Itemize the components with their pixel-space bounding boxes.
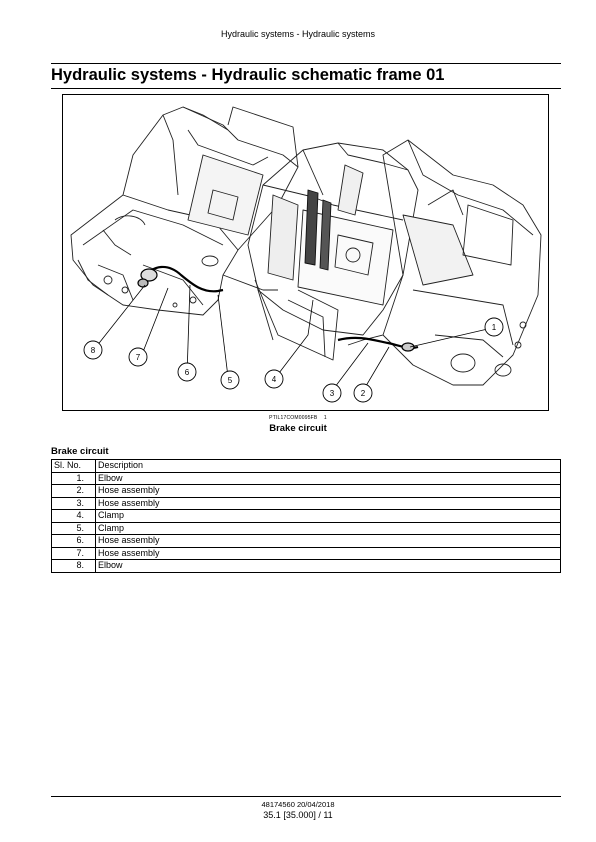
row-description: Hose assembly: [95, 496, 561, 510]
callout-7: [128, 347, 148, 367]
title-top-rule: [51, 63, 561, 64]
callout-2-label: 2: [361, 389, 366, 398]
callout-4-label: 4: [272, 375, 277, 384]
column-header-sl-no: Sl. No.: [51, 459, 96, 473]
callout-1: [484, 317, 504, 337]
callout-1-label: 1: [492, 323, 497, 332]
row-description: Clamp: [95, 509, 561, 523]
figure-code: PTIL17COM0095FB: [269, 415, 318, 421]
table-header-row: Sl. No. Description: [51, 459, 561, 473]
table-row: 3.Hose assembly: [51, 496, 561, 510]
page-title: Hydraulic systems - Hydraulic schematic …: [51, 66, 445, 84]
table-row: 7.Hose assembly: [51, 546, 561, 560]
left-frame-drawing: [70, 106, 299, 316]
callout-2: [353, 383, 373, 403]
title-bottom-rule: [51, 88, 561, 89]
callout-3-label: 3: [330, 389, 335, 398]
callout-8: [83, 340, 103, 360]
parts-table: Sl. No. Description 1.Elbow 2.Hose assem…: [51, 459, 561, 573]
footer-rule: [51, 796, 561, 797]
footer-page-ref: 35.1 [35.000] / 11: [263, 810, 333, 820]
row-number: 5.: [51, 521, 96, 535]
row-number: 1.: [51, 471, 96, 485]
table-row: 8.Elbow: [51, 559, 561, 573]
table-row: 1.Elbow: [51, 471, 561, 485]
callout-3: [322, 383, 342, 403]
row-number: 7.: [51, 546, 96, 560]
row-description: Hose assembly: [95, 546, 561, 560]
callout-bubbles: [83, 317, 504, 403]
row-number: 8.: [51, 559, 96, 573]
callout-6: [177, 362, 197, 382]
figure-caption: Brake circuit: [269, 423, 327, 434]
running-header: Hydraulic systems - Hydraulic systems: [220, 29, 376, 39]
table-row: 4.Clamp: [51, 509, 561, 523]
figure-code-line: PTIL17COM0095FB 1: [0, 415, 596, 421]
right-frame-drawing: [347, 139, 542, 386]
table-row: 5.Clamp: [51, 521, 561, 535]
center-frame-drawing: [247, 142, 419, 361]
row-description: Hose assembly: [95, 484, 561, 498]
callout-5: [220, 370, 240, 390]
footer-doc-ref: 48174560 20/04/2018: [261, 800, 335, 809]
callout-6-label: 6: [185, 368, 190, 377]
parts-section-title: Brake circuit: [51, 446, 109, 457]
figure-number: 1: [323, 415, 327, 421]
row-description: Elbow: [95, 559, 561, 573]
table-row: 6.Hose assembly: [51, 534, 561, 548]
callout-8-label: 8: [91, 346, 96, 355]
column-header-description: Description: [95, 459, 561, 473]
row-description: Hose assembly: [95, 534, 561, 548]
callout-7-label: 7: [136, 353, 141, 362]
row-number: 6.: [51, 534, 96, 548]
schematic-figure: 1 2 3 4 5 6 7 8: [62, 94, 549, 411]
machine-frame-drawing: 1 2 3 4 5 6 7 8: [70, 106, 542, 403]
callout-5-label: 5: [228, 376, 233, 385]
callout-leaders: [95, 284, 493, 392]
row-number: 4.: [51, 509, 96, 523]
left-brake-hose: [144, 265, 224, 293]
row-number: 3.: [51, 496, 96, 510]
row-number: 2.: [51, 484, 96, 498]
row-description: Clamp: [95, 521, 561, 535]
callout-4: [264, 369, 284, 389]
table-row: 2.Hose assembly: [51, 484, 561, 498]
row-description: Elbow: [95, 471, 561, 485]
